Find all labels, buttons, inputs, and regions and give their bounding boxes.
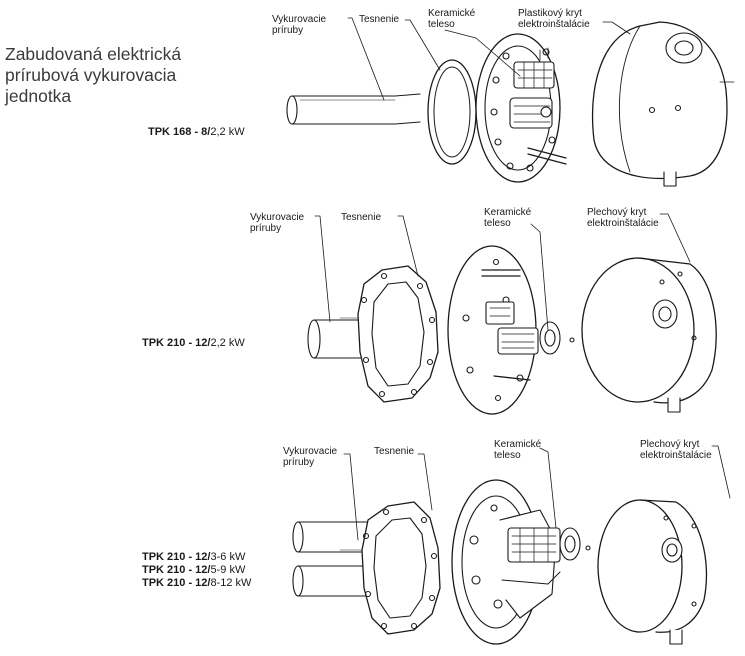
- unit3-model-2-name: TPK 210 - 12/: [142, 564, 211, 576]
- unit3-model-label-1: TPK 210 - 12/3-6 kW: [142, 551, 245, 564]
- unit1-drawing: [286, 21, 735, 187]
- unit3-metal-cover: [597, 499, 708, 645]
- unit1-model-label: TPK 168 - 8/2,2 kW: [148, 126, 245, 139]
- unit1-label-cover-line1: Plastikový kryt: [518, 8, 582, 19]
- unit3-model-1-name: TPK 210 - 12/: [142, 551, 211, 563]
- title-line-3: jednotka: [5, 86, 72, 106]
- page-title: Zabudovaná elektrická prírubová vykurova…: [5, 44, 220, 107]
- unit1-label-cover-line2: elektroinštalácie: [518, 19, 590, 30]
- unit3-seal-ring: [361, 501, 441, 635]
- unit1-heating-rod: [286, 93, 421, 125]
- unit2-seal-ring: [357, 265, 439, 403]
- unit3-label-cover-line1: Plechový kryt: [640, 439, 700, 450]
- unit2-flange-plate: [447, 245, 575, 415]
- unit1-label-cover: Plastikový kryt elektroinštalácie: [518, 8, 590, 30]
- unit2-label-cover: Plechový kryt elektroinštalácie: [587, 207, 659, 229]
- unit2-label-ceramic: Keramické teleso: [484, 207, 531, 229]
- unit3-label-flange-line2: príruby: [283, 457, 315, 468]
- unit3-model-3-power: 8-12 kW: [210, 577, 252, 589]
- unit1-plastic-cover: [591, 21, 735, 187]
- unit2-metal-cover: [581, 257, 717, 413]
- unit1-label-flange-line1: Vykurovacie: [272, 14, 327, 25]
- unit1-label-flange: Vykurovacie príruby: [272, 14, 326, 36]
- title-line-1: Zabudovaná elektrická: [5, 44, 182, 64]
- unit1-label-ceramic-line2: teleso: [428, 19, 455, 30]
- unit3-label-ceramic-line2: teleso: [494, 450, 521, 461]
- unit1-label-ceramic-line1: Keramické: [428, 8, 476, 19]
- unit1-flange-plate: [475, 33, 567, 183]
- unit3-drawing: [292, 479, 708, 645]
- unit2-drawing: [307, 245, 717, 415]
- title-line-2: prírubová vykurovacia: [5, 65, 177, 85]
- unit3-label-ceramic-line1: Keramické: [494, 439, 542, 450]
- unit2-model-name: TPK 210 - 12/: [142, 337, 211, 349]
- unit2-model-power: 2,2 kW: [210, 337, 245, 349]
- unit3-model-3-name: TPK 210 - 12/: [142, 577, 211, 589]
- unit3-model-label-2: TPK 210 - 12/5-9 kW: [142, 564, 245, 577]
- unit3-label-ceramic: Keramické teleso: [494, 439, 541, 461]
- unit2-label-flange-line1: Vykurovacie: [250, 212, 305, 223]
- unit3-label-flange-line1: Vykurovacie: [283, 446, 338, 457]
- unit1-model-power: 2,2 kW: [210, 126, 245, 138]
- unit2-label-flange-line2: príruby: [250, 223, 282, 234]
- unit1-seal-ring: [427, 59, 477, 165]
- unit3-label-seal: Tesnenie: [374, 446, 414, 457]
- unit2-label-ceramic-line1: Keramické: [484, 207, 532, 218]
- unit3-label-seal-line1: Tesnenie: [374, 446, 415, 457]
- unit3-model-label-3: TPK 210 - 12/8-12 kW: [142, 577, 251, 590]
- unit2-label-ceramic-line2: teleso: [484, 218, 511, 229]
- unit3-label-flange: Vykurovacie príruby: [283, 446, 337, 468]
- unit3-flange-plate: [451, 479, 591, 645]
- unit1-label-seal-line1: Tesnenie: [359, 14, 400, 25]
- unit1-label-ceramic: Keramické teleso: [428, 8, 475, 30]
- unit3-model-2-power: 5-9 kW: [210, 564, 246, 576]
- unit1-label-seal: Tesnenie: [359, 14, 399, 25]
- unit3-heating-rods: [292, 521, 371, 597]
- unit2-label-flange: Vykurovacie príruby: [250, 212, 304, 234]
- leader-lines: [314, 17, 731, 541]
- unit2-label-cover-line2: elektroinštalácie: [587, 218, 659, 229]
- unit2-label-seal-line1: Tesnenie: [341, 212, 382, 223]
- unit2-label-cover-line1: Plechový kryt: [587, 207, 647, 218]
- unit1-model-name: TPK 168 - 8/: [148, 126, 211, 138]
- unit1-label-flange-line2: príruby: [272, 25, 304, 36]
- unit2-model-label: TPK 210 - 12/2,2 kW: [142, 337, 245, 350]
- unit3-model-1-power: 3-6 kW: [210, 551, 246, 563]
- unit2-label-seal: Tesnenie: [341, 212, 381, 223]
- unit3-label-cover-line2: elektroinštalácie: [640, 450, 712, 461]
- unit3-label-cover: Plechový kryt elektroinštalácie: [640, 439, 712, 461]
